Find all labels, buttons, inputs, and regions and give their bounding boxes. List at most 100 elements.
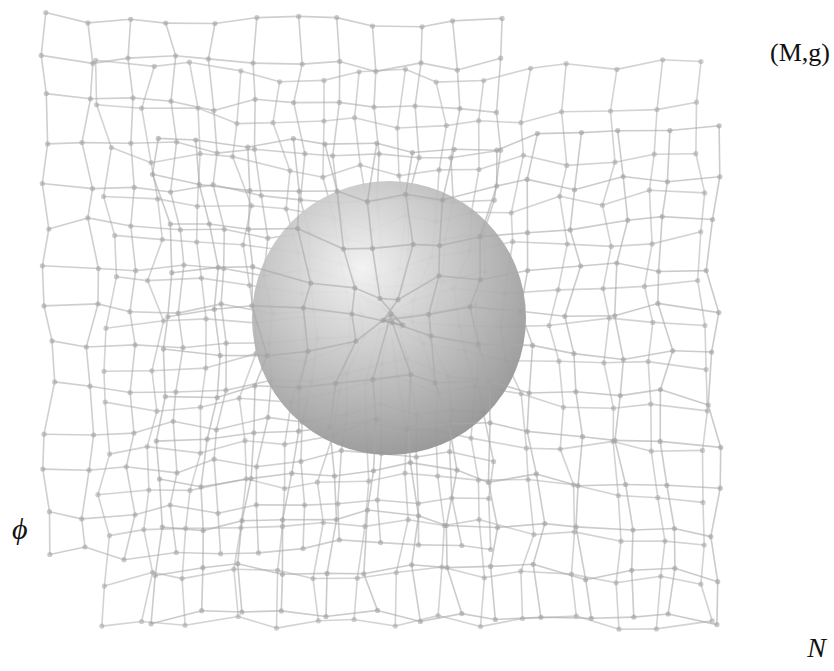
mesh-edge [330, 427, 335, 476]
mesh-edge [142, 572, 153, 621]
mesh-vertex [578, 263, 583, 268]
mesh-vertex [198, 484, 203, 489]
mesh-edge [104, 328, 106, 371]
mesh-edge [611, 244, 652, 247]
mesh-edge [581, 263, 617, 266]
mesh-edge [419, 157, 451, 159]
mesh-edge [173, 421, 177, 473]
mesh-edge [242, 519, 283, 522]
mesh-vertex [414, 454, 419, 459]
mesh-edge [451, 150, 501, 158]
mesh-edge [355, 288, 380, 299]
mesh-vertex [510, 239, 515, 244]
mesh-edge [147, 447, 200, 454]
mesh-edge [303, 283, 310, 308]
mesh-vertex [45, 141, 50, 146]
mesh-edge [472, 211, 512, 213]
mesh-edge [242, 611, 281, 612]
mesh-vertex [289, 471, 294, 476]
mesh-vertex [40, 181, 45, 186]
mesh-edge [471, 438, 526, 448]
mesh-vertex [41, 432, 46, 437]
mesh-edge [189, 62, 198, 108]
mesh-vertex [535, 131, 540, 136]
mesh-edge [560, 449, 573, 485]
mesh-vertex [332, 473, 337, 478]
mesh-vertex [251, 430, 256, 435]
mesh-edge [706, 220, 712, 271]
mesh-vertex [315, 480, 320, 485]
mesh-vertex [662, 539, 667, 544]
mesh-edge [618, 130, 670, 132]
mesh-vertex [153, 573, 158, 578]
mesh-edge [303, 308, 308, 352]
mesh-edge [170, 224, 172, 273]
mesh-edge [359, 69, 405, 72]
mesh-vertex [565, 242, 570, 247]
mesh-vertex [264, 353, 269, 358]
mesh-edge [282, 520, 284, 575]
mesh-edge [299, 16, 337, 17]
mesh-vertex [180, 345, 185, 350]
mesh-edge [98, 454, 110, 495]
mesh-edge [41, 13, 46, 56]
mesh-vertex [374, 141, 379, 146]
mesh-vertex [447, 449, 452, 454]
mesh-vertex [46, 226, 51, 231]
mesh-vertex [198, 405, 203, 410]
mesh-edge [98, 490, 149, 495]
mesh-edge [413, 244, 440, 245]
mesh-edge [620, 360, 623, 396]
mesh-edge [662, 217, 712, 220]
mesh-vertex [418, 619, 423, 624]
mesh-edge [374, 106, 415, 107]
mesh-vertex [242, 438, 247, 443]
mesh-edge [528, 480, 534, 535]
mesh-edge [582, 131, 618, 133]
mesh-edge [457, 70, 460, 109]
mesh-vertex [709, 349, 714, 354]
mesh-edge [392, 322, 431, 336]
mesh-vertex [195, 204, 200, 209]
mesh-edge [96, 60, 155, 66]
mesh-edge [484, 68, 531, 80]
mesh-edge [203, 564, 238, 568]
mesh-vertex [131, 431, 136, 436]
mesh-edge [88, 218, 99, 269]
mesh-edge [248, 139, 294, 148]
mesh-edge [223, 229, 225, 268]
mesh-edge [201, 368, 206, 407]
mesh-edge [239, 354, 256, 399]
mesh-edge [253, 18, 257, 64]
mesh-edge [491, 566, 496, 619]
mesh-edge [560, 441, 613, 449]
mesh-vertex [297, 189, 302, 194]
mesh-edge [490, 423, 527, 432]
mesh-edge [670, 126, 719, 131]
mesh-edge [563, 406, 613, 409]
mesh-vertex [395, 297, 400, 302]
mesh-vertex [161, 318, 166, 323]
mesh-edge [616, 576, 661, 583]
mesh-edge [575, 177, 624, 190]
mesh-edge [420, 614, 461, 622]
mesh-edge [560, 165, 567, 196]
mesh-vertex [102, 584, 107, 589]
mesh-edge [527, 233, 529, 271]
mesh-edge [533, 564, 541, 617]
mesh-vertex [216, 265, 221, 270]
mesh-edge [667, 485, 720, 488]
mesh-edge [257, 16, 299, 17]
mesh-vertex [616, 493, 621, 498]
mesh-edge [435, 383, 449, 424]
mesh-edge [660, 441, 667, 485]
mesh-vertex [716, 310, 721, 315]
mesh-edge [531, 64, 567, 69]
mesh-edge [94, 433, 134, 435]
mesh-edge [602, 162, 615, 205]
mesh-vertex [282, 486, 287, 491]
mesh-vertex [121, 557, 126, 562]
mesh-vertex [230, 154, 235, 159]
mesh-edge [199, 185, 250, 191]
mesh-vertex [215, 395, 220, 400]
